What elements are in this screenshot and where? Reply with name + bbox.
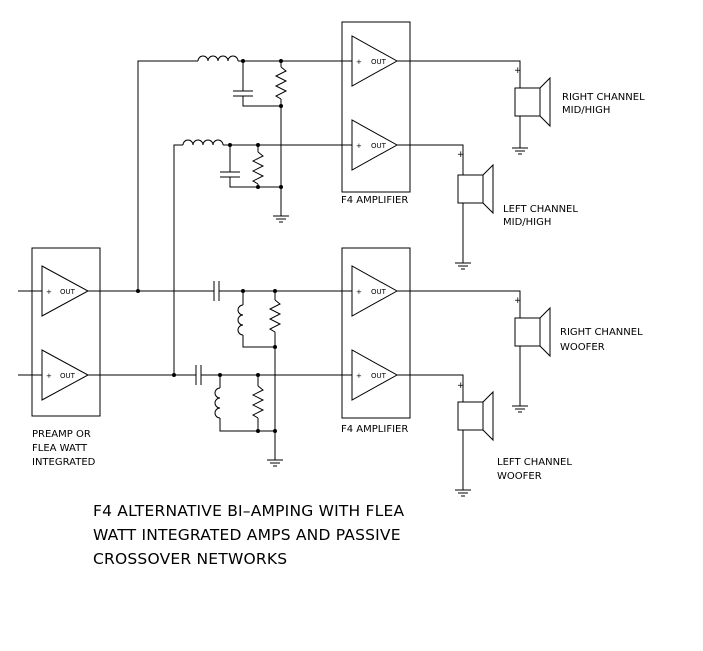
svg-text:OUT: OUT [60,372,76,380]
left-woofer-label-line1: LEFT CHANNEL [497,457,572,468]
svg-text:OUT: OUT [371,372,387,380]
left-woofer-speaker: + [397,374,494,497]
caption-line1: F4 ALTERNATIVE BI–AMPING WITH FLEA [93,502,404,520]
svg-text:+: + [356,58,362,66]
caption-line3: CROSSOVER NETWORKS [93,550,287,568]
svg-text:+: + [46,372,52,380]
right-woofer-lowpass-network [88,281,352,348]
f4-amplifier-bottom-label: F4 AMPLIFIER [341,424,408,435]
svg-text:OUT: OUT [371,288,387,296]
junction-dots [136,59,283,433]
left-mid-highpass-network [173,139,352,375]
svg-text:+: + [514,66,522,76]
right-woofer-label-line1: RIGHT CHANNEL [560,327,643,338]
left-mid-speaker: + [397,144,494,270]
right-mid-speaker: + [397,60,551,155]
right-mid-label-line1: RIGHT CHANNEL [562,92,645,103]
right-mid-label-line2: MID/HIGH [562,105,610,116]
f4-opamp-right-mid: + OUT [351,35,399,87]
svg-text:+: + [46,288,52,296]
left-mid-label-line1: LEFT CHANNEL [503,204,578,215]
svg-text:OUT: OUT [371,58,387,66]
f4-amplifier-top-box [341,21,411,193]
preamp-label-line3: INTEGRATED [32,457,96,468]
preamp-label-line2: FLEA WATT [32,443,88,454]
preamp-label-line1: PREAMP OR [32,429,91,440]
svg-text:+: + [356,142,362,150]
left-mid-label-line2: MID/HIGH [503,217,551,228]
f4-amplifier-bottom-box [341,247,411,419]
f4-opamp-left-mid: + OUT [351,119,399,171]
svg-text:+: + [356,288,362,296]
f4-opamp-left-woofer: + OUT [351,349,399,401]
svg-text:+: + [356,372,362,380]
svg-text:OUT: OUT [371,142,387,150]
f4-opamp-right-woofer: + OUT [351,265,399,317]
svg-text:+: + [457,150,465,160]
preamp-box [31,247,101,417]
svg-text:+: + [514,296,522,306]
right-woofer-speaker: + [397,290,551,413]
svg-text:+: + [457,381,465,391]
preamp-opamp-2: + OUT [41,349,90,401]
left-woofer-lowpass-network [88,347,352,467]
left-woofer-label-line2: WOOFER [497,471,542,482]
svg-text:OUT: OUT [60,288,76,296]
f4-amplifier-top-label: F4 AMPLIFIER [341,195,408,206]
caption-line2: WATT INTEGRATED AMPS AND PASSIVE [93,526,401,544]
preamp-opamp-1: + OUT [41,265,90,317]
right-mid-highpass-network [137,55,352,291]
right-woofer-label-line2: WOOFER [560,342,605,353]
